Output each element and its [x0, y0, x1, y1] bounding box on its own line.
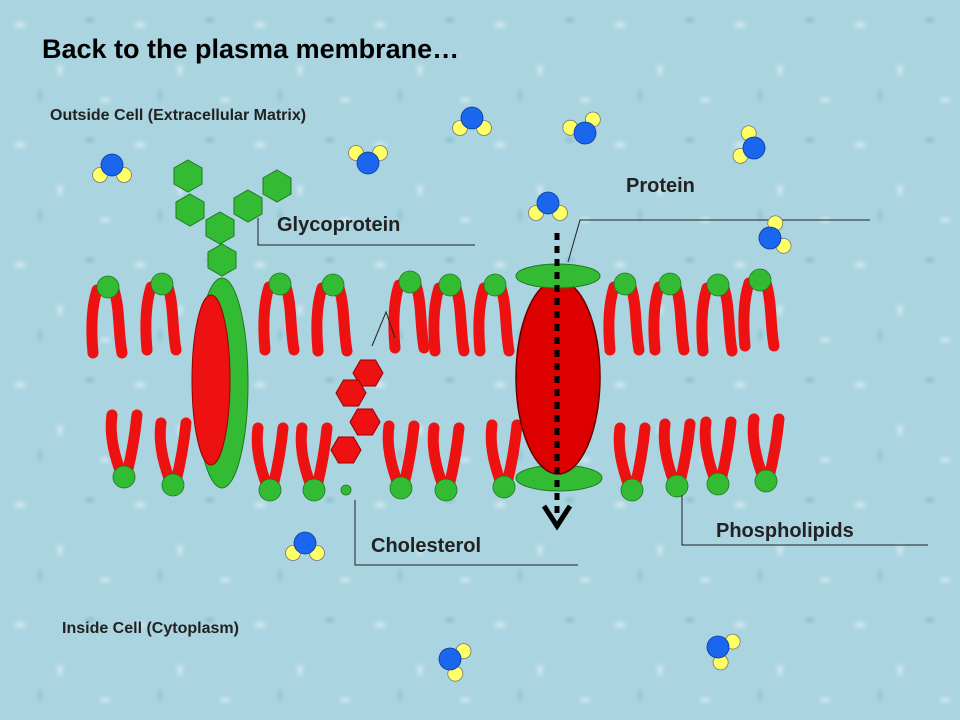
- phospholipid: [753, 419, 779, 492]
- protein-label: Protein: [626, 175, 695, 197]
- transport-protein: [515, 233, 603, 531]
- glycoprotein-leader: [257, 218, 475, 246]
- slide-title: Back to the plasma membrane…: [42, 34, 460, 64]
- phospholipid: [257, 428, 283, 501]
- cholesterol-leader: [354, 500, 578, 566]
- cholesterol-label: Cholesterol: [371, 535, 482, 557]
- phospholipid: [609, 273, 639, 350]
- outside-cell-label: Outside Cell (Extracellular Matrix): [50, 107, 307, 124]
- water-molecule: [285, 531, 325, 561]
- phospholipid: [479, 274, 509, 351]
- water-molecule: [752, 213, 794, 261]
- phospholipid: [654, 273, 684, 350]
- phospholipid: [619, 428, 645, 501]
- glycoprotein: [173, 159, 292, 489]
- phospholipid: [491, 425, 517, 498]
- phospholipid: [702, 274, 732, 351]
- cholesterol-mark: [371, 310, 396, 347]
- phospholipid: [146, 273, 176, 350]
- phospholipid: [160, 423, 186, 496]
- inside-cell-label: Inside Cell (Cytoplasm): [62, 620, 239, 637]
- water-molecule: [730, 123, 772, 171]
- phospholipids-leader: [681, 495, 928, 546]
- water-molecule: [560, 109, 608, 151]
- phospholipid: [705, 422, 731, 495]
- water-molecule: [698, 624, 744, 674]
- protein-leader: [567, 219, 870, 263]
- water-molecule: [92, 153, 132, 183]
- phospholipid: [433, 428, 459, 501]
- phospholipid: [264, 273, 294, 350]
- phospholipid: [111, 415, 137, 488]
- glycoprotein-label: Glycoprotein: [277, 214, 401, 236]
- phospholipid: [664, 424, 690, 497]
- phospholipid: [434, 274, 464, 351]
- water-molecule: [348, 145, 388, 175]
- phospholipid: [92, 276, 122, 353]
- phospholipid: [744, 269, 774, 346]
- phospholipid: [388, 426, 414, 499]
- sugar-chain: [173, 159, 292, 277]
- phospholipid: [394, 271, 424, 348]
- water-molecule: [432, 636, 474, 684]
- water-molecule: [452, 106, 492, 136]
- phospholipids-label: Phospholipids: [716, 520, 854, 542]
- cholesterol: [330, 359, 384, 496]
- phospholipid: [301, 428, 327, 501]
- water-molecule: [528, 191, 568, 221]
- phospholipid: [317, 274, 347, 351]
